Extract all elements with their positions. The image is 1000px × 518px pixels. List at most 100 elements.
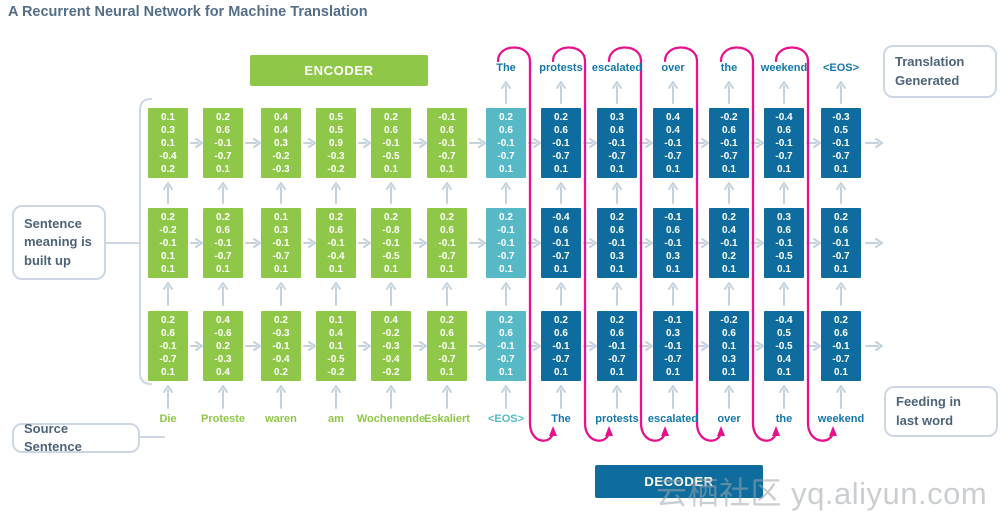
vector-value: 0.6 bbox=[499, 328, 513, 339]
vector-value: -0.1 bbox=[497, 238, 515, 249]
input-word-Wochenende: Wochenende bbox=[356, 413, 426, 425]
vector-value: 0.6 bbox=[384, 125, 398, 136]
vector-value: 0.9 bbox=[329, 138, 343, 149]
vector-value: 0.5 bbox=[834, 125, 848, 136]
vector-value: 0.6 bbox=[499, 125, 513, 136]
vector-value: -0.4 bbox=[775, 315, 793, 326]
vector-value: 0.6 bbox=[329, 225, 343, 236]
vector-value: -0.1 bbox=[832, 138, 850, 149]
vector-value: 0.1 bbox=[834, 367, 848, 378]
vector-value: -0.2 bbox=[720, 112, 738, 123]
feedback-loop-path bbox=[496, 46, 835, 442]
vector-value: -0.1 bbox=[664, 138, 682, 149]
vector-value: -0.1 bbox=[608, 341, 626, 352]
vector-value: 0.2 bbox=[499, 315, 513, 326]
vector-value: -0.3 bbox=[327, 151, 345, 162]
encoder-label: ENCODER bbox=[250, 55, 428, 86]
vector-value: -0.1 bbox=[832, 341, 850, 352]
vector-value: -0.3 bbox=[272, 164, 290, 175]
vector-value: -0.7 bbox=[497, 251, 515, 262]
state-vector-bottom-Wochenende: 0.4-0.2-0.3-0.4-0.2 bbox=[371, 311, 411, 381]
vector-value: -0.7 bbox=[497, 151, 515, 162]
vector-value: 0.1 bbox=[161, 251, 175, 262]
vector-value: 0.1 bbox=[554, 264, 568, 275]
input-word-am: am bbox=[328, 413, 344, 425]
vector-value: -0.1 bbox=[775, 138, 793, 149]
vector-value: 0.1 bbox=[777, 264, 791, 275]
vector-value: 0.3 bbox=[274, 138, 288, 149]
vector-value: 0.2 bbox=[384, 112, 398, 123]
callout-feeding-last-word: Feeding in last word bbox=[884, 386, 998, 437]
vector-value: -0.5 bbox=[775, 251, 793, 262]
vector-value: 0.2 bbox=[554, 315, 568, 326]
feedback-arrowhead-icon bbox=[605, 426, 613, 436]
vector-value: 0.4 bbox=[666, 112, 680, 123]
vector-value: -0.1 bbox=[664, 341, 682, 352]
vector-value: 0.4 bbox=[274, 112, 288, 123]
vector-value: -0.1 bbox=[272, 238, 290, 249]
vector-value: -0.5 bbox=[382, 151, 400, 162]
vector-value: -0.7 bbox=[608, 354, 626, 365]
vector-value: -0.4 bbox=[327, 251, 345, 262]
vector-value: 0.2 bbox=[610, 315, 624, 326]
vector-value: -0.2 bbox=[720, 315, 738, 326]
vector-value: -0.1 bbox=[497, 138, 515, 149]
vector-value: -0.2 bbox=[327, 367, 345, 378]
vector-value: 0.4 bbox=[329, 328, 343, 339]
vector-value: -0.1 bbox=[832, 238, 850, 249]
input-word-The: The bbox=[551, 413, 571, 425]
vector-value: 0.6 bbox=[440, 225, 454, 236]
vector-value: 0.2 bbox=[722, 212, 736, 223]
vector-value: 0.1 bbox=[499, 367, 513, 378]
vector-value: -0.7 bbox=[272, 251, 290, 262]
vector-value: 0.6 bbox=[554, 225, 568, 236]
vector-value: 0.1 bbox=[329, 315, 343, 326]
output-word-the: the bbox=[720, 62, 738, 74]
vector-value: 0.1 bbox=[554, 164, 568, 175]
vector-value: -0.7 bbox=[497, 354, 515, 365]
vector-value: 0.2 bbox=[274, 367, 288, 378]
rows-bracket bbox=[105, 98, 165, 438]
vector-value: 0.6 bbox=[440, 125, 454, 136]
vector-value: -0.2 bbox=[272, 151, 290, 162]
vector-value: -0.1 bbox=[552, 341, 570, 352]
vector-value: 0.4 bbox=[722, 225, 736, 236]
vector-value: 0.4 bbox=[384, 315, 398, 326]
vector-value: -0.1 bbox=[438, 341, 456, 352]
vector-value: -0.7 bbox=[552, 251, 570, 262]
output-word-over: over bbox=[661, 62, 685, 74]
vector-value: -0.7 bbox=[832, 354, 850, 365]
vector-value: -0.7 bbox=[214, 251, 232, 262]
vector-value: -0.1 bbox=[552, 238, 570, 249]
vector-value: -0.7 bbox=[608, 151, 626, 162]
feedback-arrowhead-icon bbox=[772, 426, 780, 436]
vector-value: 0.4 bbox=[777, 354, 791, 365]
output-word-protests: protests bbox=[539, 62, 583, 74]
vector-value: 0.1 bbox=[722, 341, 736, 352]
vector-value: 0.3 bbox=[610, 251, 624, 262]
output-word-weekend: weekend bbox=[760, 62, 808, 74]
feedback-arrowhead-icon bbox=[549, 426, 557, 436]
vector-value: 0.2 bbox=[722, 251, 736, 262]
diagram-title: A Recurrent Neural Network for Machine T… bbox=[8, 4, 368, 20]
vector-value: 0.5 bbox=[329, 112, 343, 123]
